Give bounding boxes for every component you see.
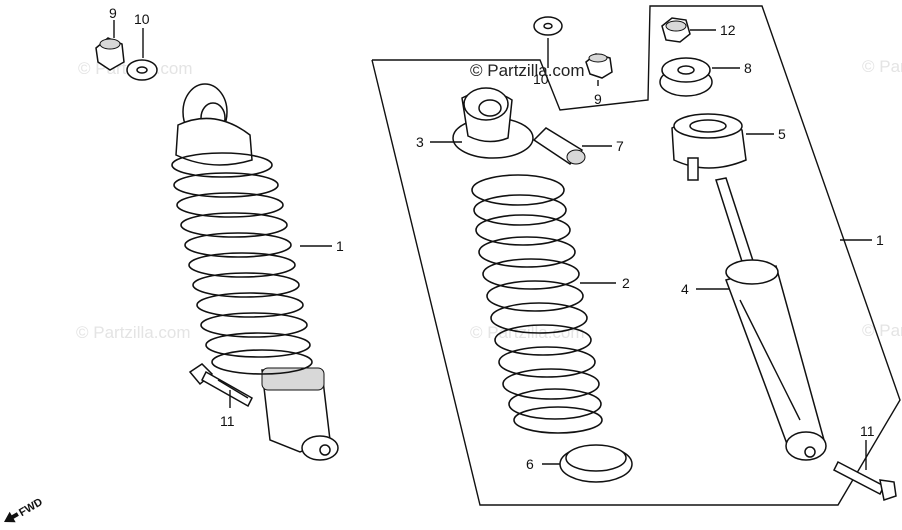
callout-10-left: 10 bbox=[134, 11, 150, 27]
rubber-bushing[interactable] bbox=[659, 57, 713, 97]
upper-mount[interactable] bbox=[452, 87, 534, 159]
lock-nut[interactable] bbox=[661, 17, 691, 43]
callout-1-right: 1 bbox=[876, 232, 884, 248]
callout-3: 3 bbox=[416, 134, 424, 150]
callout-12: 12 bbox=[720, 22, 736, 38]
callout-7: 7 bbox=[616, 138, 624, 154]
left-cap-nut[interactable] bbox=[95, 37, 125, 71]
exploded-view-outline bbox=[371, 5, 901, 506]
callout-11-left: 11 bbox=[220, 413, 235, 429]
forward-direction-indicator: FWD bbox=[4, 496, 45, 523]
forward-label: FWD bbox=[17, 496, 45, 519]
coil-spring[interactable] bbox=[471, 174, 603, 434]
callout-9-top: 9 bbox=[594, 91, 602, 107]
leader-lines bbox=[113, 20, 872, 470]
callout-1-left: 1 bbox=[336, 238, 344, 254]
watermark: © Partzilla.com bbox=[862, 321, 902, 340]
left-shock-absorber[interactable] bbox=[171, 83, 339, 461]
forward-arrow-icon bbox=[4, 511, 19, 523]
callout-6: 6 bbox=[526, 456, 534, 472]
spring-seat[interactable] bbox=[559, 444, 633, 483]
watermark-featured: © Partzilla.com bbox=[470, 61, 585, 80]
left-mounting-bolt[interactable] bbox=[188, 363, 253, 408]
watermark: © Partzilla.com bbox=[862, 57, 902, 76]
callout-4: 4 bbox=[681, 281, 689, 297]
callout-9-left: 9 bbox=[109, 5, 117, 21]
spring-adjuster[interactable] bbox=[671, 113, 747, 181]
collar-bushing[interactable] bbox=[532, 127, 586, 165]
callout-8: 8 bbox=[744, 60, 752, 76]
watermark-layer: © Partzilla.com © Partzilla.com © Partzi… bbox=[76, 57, 902, 342]
left-spring-coils bbox=[171, 152, 313, 375]
cap-nut-top[interactable] bbox=[585, 53, 613, 79]
left-washer[interactable] bbox=[126, 59, 158, 81]
callout-11-right: 11 bbox=[860, 423, 875, 439]
callout-5: 5 bbox=[778, 126, 786, 142]
callout-2: 2 bbox=[622, 275, 630, 291]
washer-top[interactable] bbox=[533, 16, 563, 36]
watermark: © Partzilla.com bbox=[76, 323, 191, 342]
damper-unit[interactable] bbox=[715, 177, 827, 461]
right-mounting-bolt[interactable] bbox=[832, 460, 897, 501]
callout-10-top: 10 bbox=[533, 71, 549, 87]
